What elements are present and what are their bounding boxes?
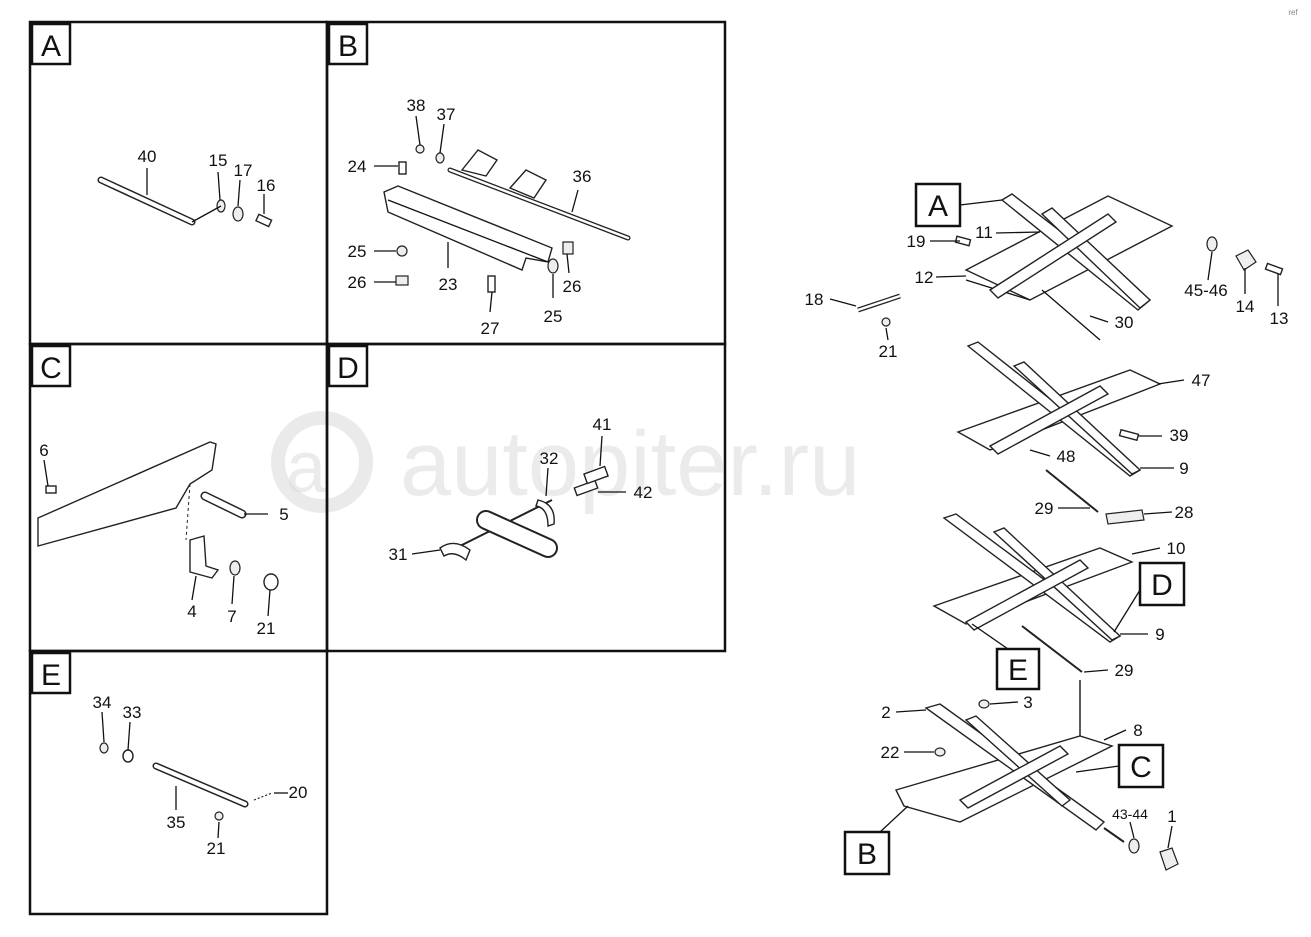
svg-text:45-46: 45-46	[1184, 281, 1227, 300]
clamp-part	[439, 542, 471, 562]
middle-scissor-section-2	[932, 509, 1145, 673]
svg-text:32: 32	[540, 449, 559, 468]
svg-text:21: 21	[207, 839, 226, 858]
svg-text:29: 29	[1115, 661, 1134, 680]
assembly-tag-a: A	[928, 190, 948, 223]
svg-text:21: 21	[257, 619, 276, 638]
plate-part	[37, 441, 217, 547]
assembly-tag-b: B	[857, 838, 877, 871]
svg-text:42: 42	[634, 483, 653, 502]
svg-text:48: 48	[1057, 447, 1076, 466]
panel-e-tag: E	[41, 659, 61, 692]
svg-text:43-44: 43-44	[1112, 806, 1148, 822]
watermark-text: autopiter.ru	[400, 413, 860, 515]
svg-text:18: 18	[805, 290, 824, 309]
svg-text:40: 40	[138, 147, 157, 166]
panel-a-frame	[28, 20, 329, 346]
panel-a-tag: A	[41, 30, 61, 63]
panel-d: D 41 32 42 31	[327, 344, 653, 564]
svg-text:41: 41	[593, 415, 612, 434]
svg-text:3: 3	[1023, 693, 1032, 712]
svg-text:8: 8	[1133, 721, 1142, 740]
panel-d-frame	[325, 342, 727, 653]
top-scissor-section	[857, 193, 1284, 341]
panel-frames	[28, 20, 727, 916]
clamp-part	[535, 499, 555, 527]
watermark: a autopiter.ru	[271, 411, 860, 515]
panel-b-tag: B	[338, 30, 358, 63]
svg-text:14: 14	[1236, 297, 1255, 316]
svg-text:7: 7	[227, 607, 236, 626]
svg-text:37: 37	[437, 105, 456, 124]
svg-text:10: 10	[1167, 539, 1186, 558]
bottom-scissor-section	[894, 680, 1179, 871]
middle-scissor-section-1	[956, 341, 1162, 513]
svg-text:4: 4	[187, 602, 196, 621]
svg-text:29: 29	[1035, 499, 1054, 518]
svg-text:9: 9	[1155, 625, 1164, 644]
bolt-part	[255, 213, 273, 228]
bracket-part	[383, 185, 553, 271]
svg-text:11: 11	[975, 223, 993, 242]
clip-part	[508, 169, 548, 199]
svg-text:1: 1	[1167, 807, 1176, 826]
svg-text:9: 9	[1179, 459, 1188, 478]
svg-text:22: 22	[881, 743, 900, 762]
svg-text:31: 31	[389, 545, 408, 564]
washer-part	[232, 206, 244, 222]
svg-text:26: 26	[563, 277, 582, 296]
svg-text:47: 47	[1192, 371, 1211, 390]
svg-text:34: 34	[93, 693, 112, 712]
svg-text:12: 12	[915, 268, 934, 287]
svg-text:26: 26	[348, 273, 367, 292]
panel-c-tag: C	[40, 352, 62, 385]
panel-e: E 34 33 20 35 21	[30, 651, 308, 858]
corner-reference-note: ref	[1288, 8, 1298, 17]
svg-text:25: 25	[544, 307, 563, 326]
assembly-tag-e: E	[1008, 654, 1028, 687]
panel-d-tag: D	[337, 352, 359, 385]
svg-text:13: 13	[1270, 309, 1289, 328]
panel-a: A 40 15 17 16	[30, 22, 276, 228]
svg-text:6: 6	[39, 441, 48, 460]
bracket-part	[189, 535, 220, 579]
svg-text:16: 16	[257, 176, 276, 195]
svg-text:30: 30	[1115, 313, 1134, 332]
svg-text:2: 2	[881, 703, 890, 722]
assembly-tag-d: D	[1151, 569, 1173, 602]
svg-text:15: 15	[209, 151, 228, 170]
clip-part	[460, 149, 499, 177]
svg-text:24: 24	[348, 157, 367, 176]
assembly-tag-c: C	[1130, 751, 1152, 784]
svg-text:33: 33	[123, 703, 142, 722]
main-assembly: A D E C B	[805, 8, 1298, 876]
svg-text:21: 21	[879, 342, 898, 361]
svg-text:27: 27	[481, 319, 500, 338]
panel-b: B 38 37 24 36 25 26 23 26 27 2	[327, 22, 631, 338]
svg-text:25: 25	[348, 242, 367, 261]
svg-text:28: 28	[1175, 503, 1194, 522]
panel-e-frame	[28, 649, 329, 916]
svg-text:20: 20	[289, 783, 308, 802]
svg-text:38: 38	[407, 96, 426, 115]
svg-text:23: 23	[439, 275, 458, 294]
svg-text:19: 19	[907, 232, 926, 251]
svg-text:35: 35	[167, 813, 186, 832]
panel-c: C 6 5 4 7 21	[30, 344, 289, 638]
svg-text:36: 36	[573, 167, 592, 186]
svg-text:5: 5	[279, 505, 288, 524]
svg-text:a: a	[286, 428, 327, 508]
svg-text:17: 17	[234, 161, 253, 180]
svg-text:39: 39	[1170, 426, 1189, 445]
